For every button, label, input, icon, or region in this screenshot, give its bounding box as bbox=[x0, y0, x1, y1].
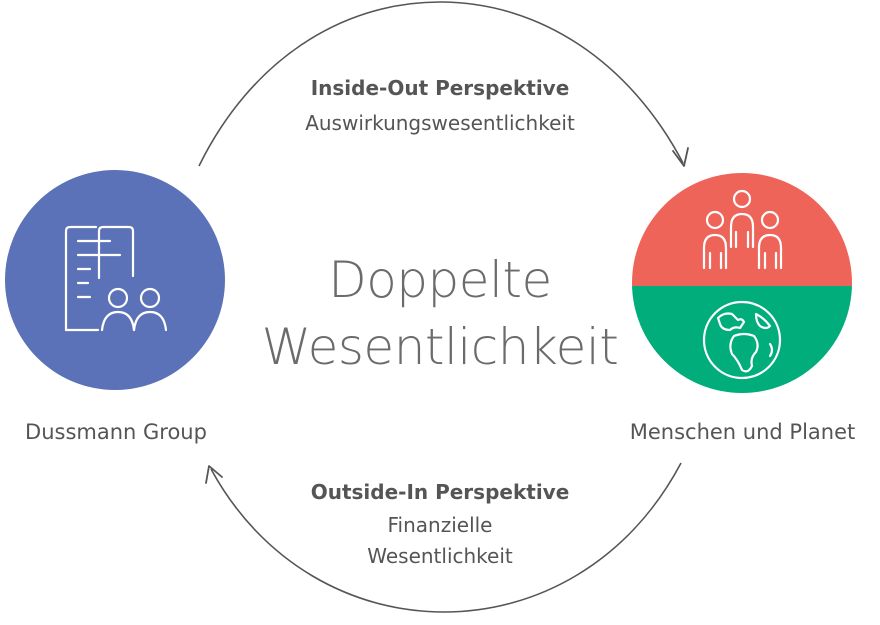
left-node-label: Dussmann Group bbox=[25, 420, 207, 444]
top-arc-subtitle: Auswirkungswesentlichkeit bbox=[305, 111, 575, 135]
left-node bbox=[5, 170, 225, 390]
center-title-line1: Doppelte bbox=[328, 251, 552, 309]
bottom-arc-subtitle-line1: Finanzielle bbox=[387, 513, 493, 537]
document-people-icon bbox=[64, 225, 168, 332]
top-arc-title: Inside-Out Perspektive bbox=[310, 76, 570, 100]
globe-icon bbox=[702, 300, 782, 380]
right-node bbox=[632, 173, 852, 393]
center-title-line2: Wesentlichkeit bbox=[261, 318, 619, 376]
right-node-top-half bbox=[632, 173, 852, 286]
people-icon bbox=[702, 189, 783, 270]
bottom-arc-arrow bbox=[205, 462, 682, 613]
left-node-circle bbox=[5, 170, 225, 390]
top-arc-arrow bbox=[198, 1, 689, 167]
right-node-label: Menschen und Planet bbox=[629, 420, 856, 444]
bottom-arc-title: Outside-In Perspektive bbox=[310, 480, 570, 504]
bottom-arc-subtitle-line2: Wesentlichkeit bbox=[367, 544, 513, 568]
